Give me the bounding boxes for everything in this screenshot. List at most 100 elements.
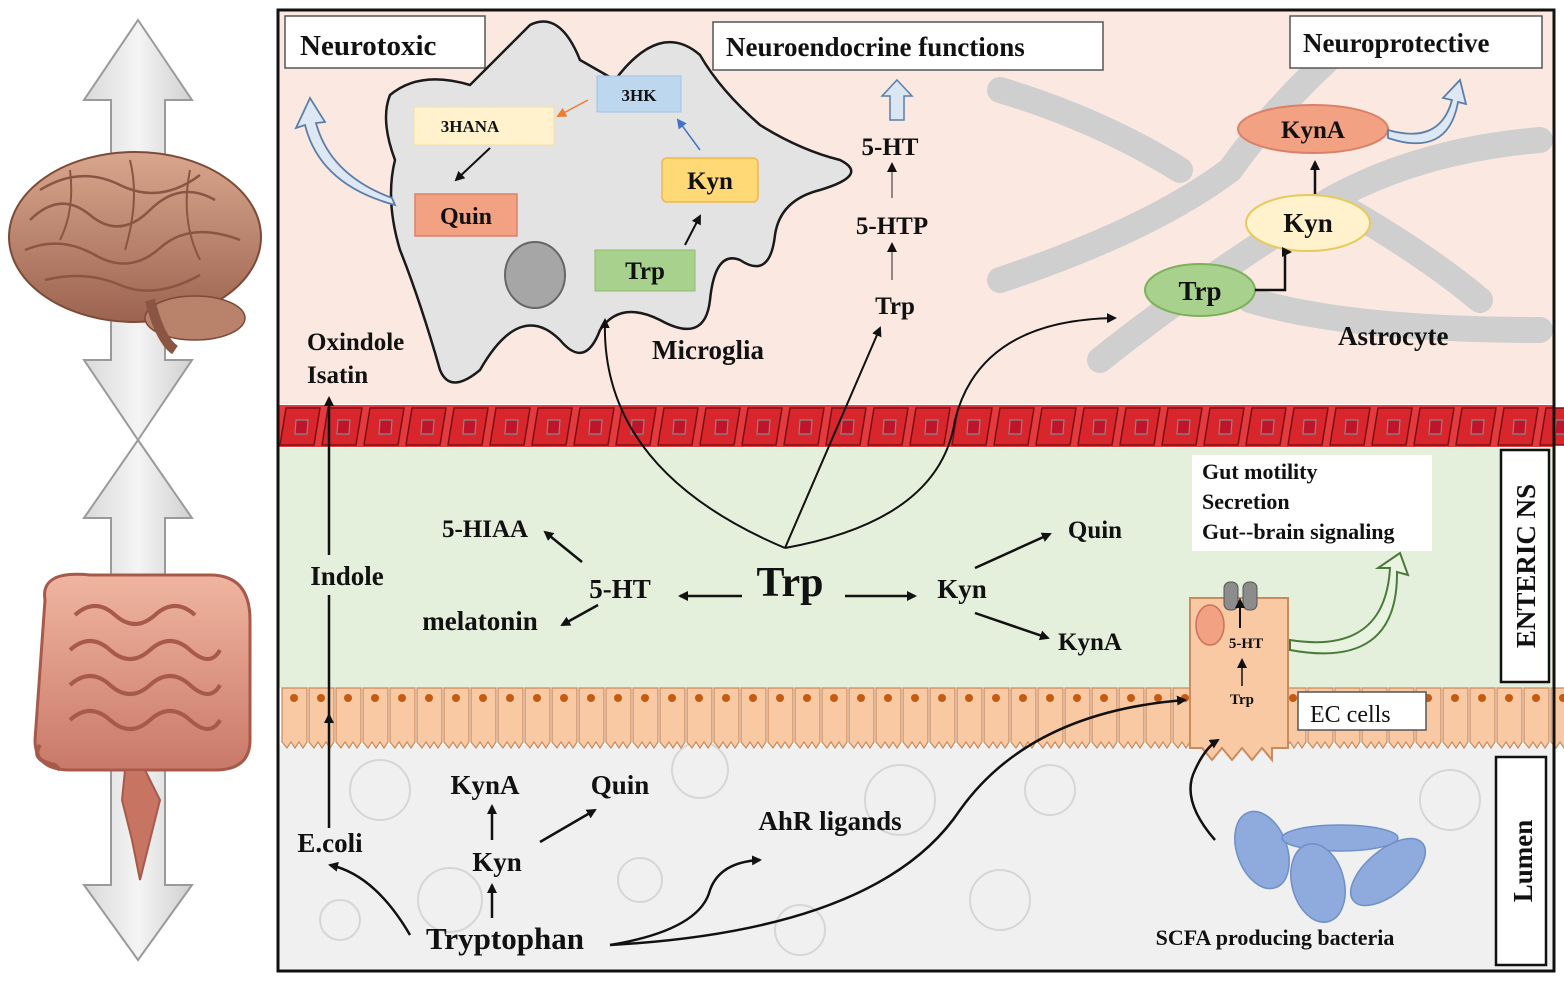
vessel-cell-nucleus	[1218, 419, 1233, 435]
epithelial-cell-nucleus	[803, 694, 811, 702]
epithelial-cell-nucleus	[371, 694, 379, 702]
epithelial-cell-nucleus	[506, 694, 514, 702]
vessel-cell-nucleus	[672, 419, 687, 435]
epithelial-cell	[605, 687, 632, 750]
trp-astrocyte-label: Trp	[1178, 276, 1221, 306]
epithelial-cell	[551, 687, 578, 750]
arrow-5ht-melatonin	[560, 603, 599, 627]
epithelial-cell	[983, 687, 1010, 750]
epithelial-cell	[1010, 687, 1037, 750]
vessel-cell-nucleus	[588, 419, 603, 435]
neuroprotective-curved-arrow	[1387, 78, 1468, 145]
epithelial-cell	[578, 687, 605, 750]
trp-microglia-label: Trp	[625, 258, 665, 285]
arrow-tryptophan-ahr	[609, 855, 762, 947]
epithelial-cell-nucleus	[533, 694, 541, 702]
epithelial-cell-nucleus	[830, 694, 838, 702]
epithelial-cell-nucleus	[425, 694, 433, 702]
epithelial-cell	[902, 687, 929, 750]
epithelial-cell-nucleus	[344, 694, 352, 702]
vessel-cell-nucleus	[924, 419, 939, 435]
epithelial-cell-nucleus	[1505, 694, 1513, 702]
epithelial-cell-nucleus	[1559, 694, 1564, 702]
vessel-cell-nucleus	[336, 419, 351, 435]
epithelial-cell-nucleus	[317, 694, 325, 702]
3hk-label: 3HK	[622, 86, 658, 105]
vessel-cell-nucleus	[1134, 419, 1149, 435]
ec-cells-label-box: EC cells	[1297, 691, 1427, 731]
lumen-quin-label: Quin	[591, 770, 650, 800]
kyn-astrocyte-label: Kyn	[1283, 208, 1333, 238]
ec-cells-label: EC cells	[1310, 702, 1391, 728]
epithelial-cell	[632, 687, 659, 750]
intestine-illustration	[33, 572, 252, 881]
arrow-kyn-quin-lumen	[539, 808, 597, 844]
epithelial-cell-nucleus	[452, 694, 460, 702]
lumen-pattern	[319, 741, 1481, 956]
blood-vessel	[278, 405, 1564, 447]
neurotoxic-label: Neurotoxic	[300, 30, 437, 62]
epithelial-cell	[1523, 687, 1550, 750]
epithelial-cell-nucleus	[1451, 694, 1459, 702]
vessel-cell-nucleus	[1344, 419, 1359, 435]
epithelial-cell-nucleus	[938, 694, 946, 702]
neuroendocrine-up-arrow	[880, 78, 914, 121]
ec-cell: 5-HT Trp	[1189, 581, 1289, 763]
brain-illustration	[8, 151, 262, 355]
epithelial-cell-nucleus	[290, 694, 298, 702]
microglia-label: Microglia	[652, 335, 764, 365]
epithelial-cell	[767, 687, 794, 750]
lumen-kyna-label: KynA	[450, 770, 520, 800]
node-kyn-microglia: Kyn	[661, 157, 759, 203]
brain-5htp-label: 5-HTP	[856, 213, 928, 240]
neuroendocrine-header: Neuroendocrine functions	[712, 21, 1104, 71]
arrow-scfa-ec-cells	[1189, 738, 1220, 841]
vessel-cell-nucleus	[1554, 419, 1564, 435]
epithelial-cell	[956, 687, 983, 750]
epithelial-cell-nucleus	[776, 694, 784, 702]
left-panel	[8, 18, 262, 962]
epithelial-cell-nucleus	[1019, 694, 1027, 702]
arrow-5ht-5hiaa	[543, 530, 583, 563]
epithelial-cell-nucleus	[992, 694, 1000, 702]
enteric-kyn-label: Kyn	[937, 574, 987, 604]
indole-label: Indole	[310, 561, 384, 591]
arrow-trp-kyn-astrocyte	[1255, 247, 1292, 292]
quin-microglia-label: Quin	[440, 204, 492, 230]
microglia-nucleus	[504, 241, 566, 309]
epithelial-cell	[1442, 687, 1469, 750]
arrow-kyn-quin	[974, 532, 1052, 570]
vessel-cell-nucleus	[1176, 419, 1191, 435]
epithelial-cell-nucleus	[1127, 694, 1135, 702]
vessel-cell-nucleus	[1092, 419, 1107, 435]
epithelial-cell-nucleus	[560, 694, 568, 702]
epithelial-cell	[659, 687, 686, 750]
brain-trp-label: Trp	[875, 293, 915, 320]
arrow-trp-kyn-microglia	[684, 214, 701, 246]
node-kyna-astrocyte: KynA	[1237, 104, 1389, 154]
epithelial-cell-nucleus	[911, 694, 919, 702]
epithelial-cell-nucleus	[641, 694, 649, 702]
epithelial-cell	[1091, 687, 1118, 750]
scfa-bacteria-label: SCFA producing bacteria	[1156, 925, 1395, 950]
enteric-trp-label: Trp	[757, 560, 824, 606]
vessel-cell	[1539, 407, 1564, 446]
enteric-5ht-label: 5-HT	[589, 574, 651, 604]
ecoli-label: E.coli	[297, 828, 363, 858]
epithelial-cell	[443, 687, 470, 750]
epithelial-cell	[686, 687, 713, 750]
epithelial-cell	[929, 687, 956, 750]
vessel-cell-nucleus	[798, 419, 813, 435]
arrow-tryptophan-ecoli	[328, 861, 412, 936]
scfa-bacteria-cluster	[1234, 810, 1427, 923]
epithelial-cell	[713, 687, 740, 750]
effect-gut-brain-signaling: Gut--brain signaling	[1202, 519, 1395, 544]
vessel-cell-nucleus	[1302, 419, 1317, 435]
epithelial-cell	[470, 687, 497, 750]
arrow-3hk-3hana	[556, 99, 589, 117]
vessel-cell-nucleus	[378, 419, 393, 435]
epithelial-cell	[1469, 687, 1496, 750]
vessel-cell-nucleus	[966, 419, 981, 435]
